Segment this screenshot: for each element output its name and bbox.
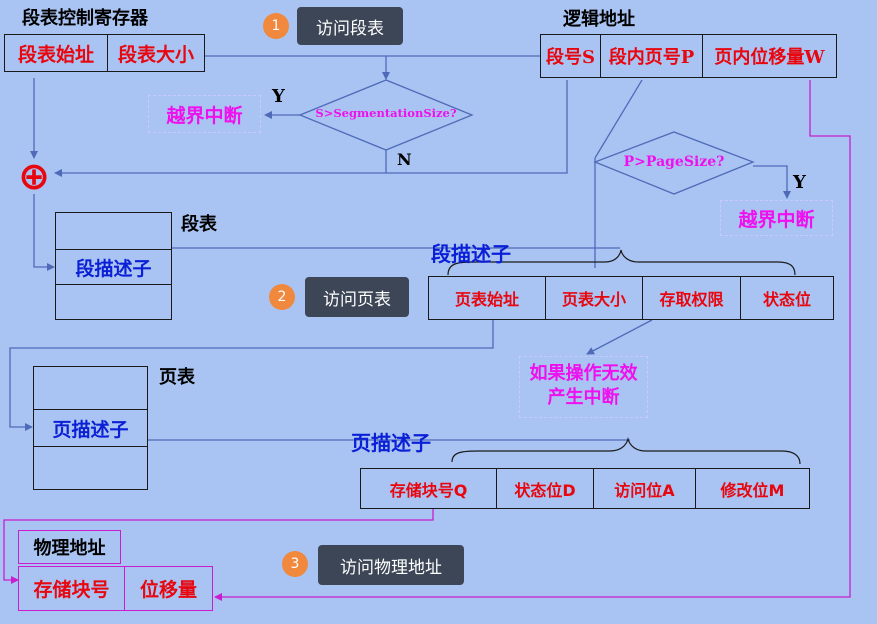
page-descriptor-title: 页描述子 (351, 431, 431, 455)
segment-table-start-cell: 段表始址 (5, 35, 108, 71)
block-number-field: 存储块号Q (361, 469, 497, 508)
page-descriptor-brace (451, 436, 801, 465)
page-check-yes-label: Y (793, 172, 806, 193)
modified-bit-field: 修改位M (720, 480, 785, 500)
page-offset-cell: 页内位移量W (714, 47, 825, 68)
segment-descriptor-brace (447, 249, 796, 276)
segment-table-descriptor-row: 段描述子 (56, 250, 171, 285)
step-1-badge: 1 (263, 13, 289, 39)
segment-register: 段表始址 段表大小 (4, 34, 205, 72)
physical-block-cell: 存储块号 (19, 567, 125, 610)
segment-overflow-interrupt: 越界中断 (148, 95, 261, 133)
page-table-descriptor-row: 页描述子 (34, 410, 147, 447)
segment-table-row (56, 213, 171, 250)
access-bit-field: 访问位A (594, 469, 696, 508)
page-number-cell: 段内页号P (601, 35, 703, 77)
segment-check-no-label: N (397, 150, 412, 169)
physical-offset-cell: 位移量 (139, 579, 197, 601)
segment-table-title: 段表 (181, 214, 217, 235)
segment-bound-condition: S>SegmentationSize? (315, 106, 457, 120)
segment-number-cell: 段号S (541, 35, 601, 77)
invalid-operation-line-2: 产生中断 (547, 387, 620, 408)
logical-address-title: 逻辑地址 (563, 9, 635, 30)
segment-register-title: 段表控制寄存器 (22, 8, 148, 29)
step-2-badge: 2 (269, 284, 295, 310)
segment-table-size-cell: 段表大小 (117, 43, 194, 66)
dirty-bit-field: 状态位D (497, 469, 594, 508)
segment-table: 段描述子 (55, 212, 172, 320)
step-2-callout: 访问页表 (305, 277, 409, 317)
page-overflow-interrupt: 越界中断 (720, 200, 833, 236)
step-3-badge: 3 (282, 551, 308, 577)
access-rights-field: 存取权限 (643, 277, 741, 319)
invalid-operation-note: 如果操作无效 产生中断 (519, 356, 648, 418)
page-descriptor: 存储块号Q 状态位D 访问位A 修改位M (360, 468, 810, 509)
segment-status-field: 状态位 (762, 290, 811, 309)
page-table-row (34, 447, 147, 490)
logical-address: 段号S 段内页号P 页内位移量W (540, 34, 837, 78)
segment-bound-check-diamond (298, 79, 474, 151)
page-table-row (34, 367, 147, 410)
page-bound-condition: P>PageSize? (623, 154, 725, 170)
segment-descriptor: 页表始址 页表大小 存取权限 状态位 (428, 276, 834, 320)
page-table-size-field: 页表大小 (546, 277, 643, 319)
physical-address-title: 物理地址 (18, 530, 121, 564)
adder-icon: ⊕ (18, 154, 50, 198)
segment-descriptor-title: 段描述子 (431, 242, 511, 266)
invalid-operation-line-1: 如果操作无效 (529, 363, 638, 384)
page-table-title: 页表 (159, 367, 195, 388)
segment-check-yes-label: Y (272, 86, 285, 107)
page-table: 页描述子 (33, 366, 148, 490)
step-3-callout: 访问物理地址 (318, 545, 464, 585)
segment-table-row (56, 285, 171, 320)
physical-address: 存储块号 位移量 (18, 566, 213, 611)
page-bound-check-diamond (593, 131, 755, 195)
page-table-start-field: 页表始址 (429, 277, 546, 319)
step-1-callout: 访问段表 (297, 7, 403, 45)
